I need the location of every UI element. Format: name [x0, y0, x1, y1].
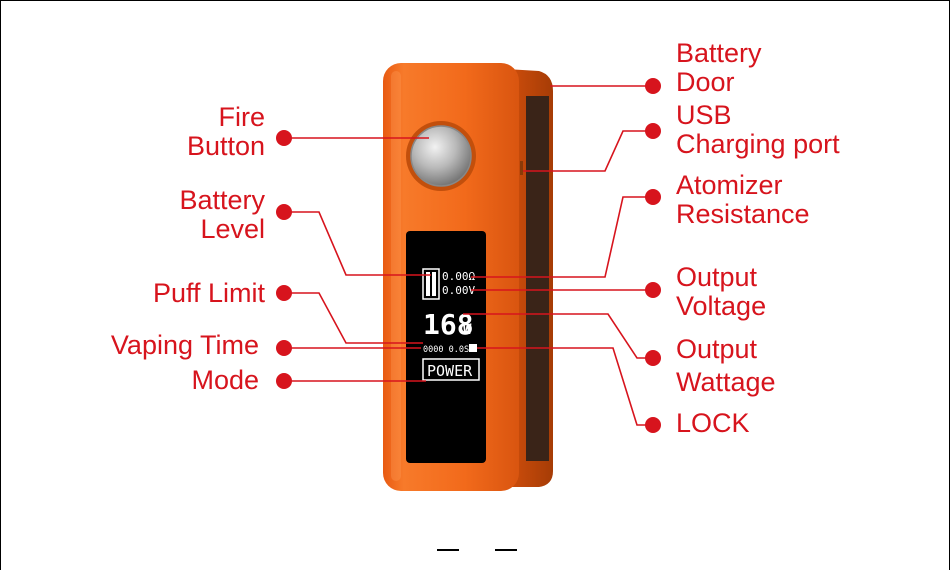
- screen-wattage-unit: W: [463, 322, 472, 338]
- label-vaping-time: Vaping Time: [81, 331, 259, 360]
- label-battery-door: Battery Door: [676, 39, 856, 97]
- dot-output-wattage: [645, 350, 661, 366]
- label-output-wattage: Output Wattage: [676, 333, 836, 399]
- label-lock: LOCK: [676, 409, 796, 438]
- dot-usb-port: [645, 123, 661, 139]
- screen-resistance: 0.00Ω: [442, 270, 475, 283]
- usb-port: [520, 161, 523, 175]
- dot-lock: [645, 417, 661, 433]
- label-usb-port: USB Charging port: [676, 101, 906, 159]
- device-body-highlight: [391, 71, 401, 481]
- dot-battery-level: [276, 204, 292, 220]
- dot-puff-limit: [276, 285, 292, 301]
- dot-vaping-time: [276, 340, 292, 356]
- screen-voltage: 0.00V: [442, 284, 475, 297]
- screen-mode: POWER: [427, 362, 473, 380]
- device-side-dark-insert: [526, 96, 549, 461]
- label-atomizer-resistance: Atomizer Resistance: [676, 171, 876, 229]
- label-puff-limit: Puff Limit: [111, 279, 265, 308]
- dot-atomizer-resistance: [645, 189, 661, 205]
- label-mode: Mode: [151, 366, 259, 395]
- battery-cell-2: [432, 272, 436, 296]
- label-battery-level: Battery Level: [141, 186, 265, 244]
- dot-fire-button: [276, 130, 292, 146]
- lock-icon: [469, 344, 477, 352]
- dot-mode: [276, 373, 292, 389]
- dot-battery-door: [645, 78, 661, 94]
- label-output-voltage: Output Voltage: [676, 263, 836, 321]
- dot-output-voltage: [645, 282, 661, 298]
- label-fire-button: Fire Button: [151, 103, 265, 161]
- screen-puff-time: 0000 0.0S: [423, 345, 469, 355]
